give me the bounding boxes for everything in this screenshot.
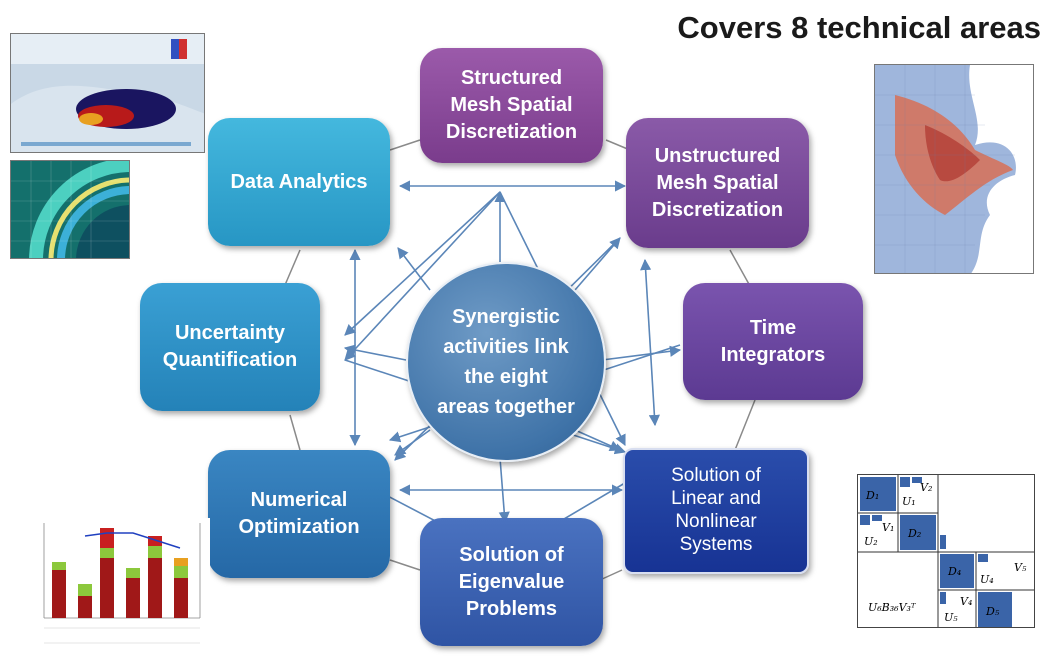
matrix-d2: D₂ bbox=[907, 527, 921, 540]
area-label-optimization: Numerical Optimization bbox=[238, 489, 360, 538]
matrix-u1: U₁ bbox=[902, 495, 916, 508]
area-label-analytics: Data Analytics bbox=[230, 170, 368, 193]
area-node-time: Time Integrators bbox=[683, 283, 863, 400]
area-label-time: Time Integrators bbox=[720, 316, 826, 366]
matrix-u4: U₄ bbox=[980, 573, 994, 586]
area-node-uq: Uncertainty Quantification bbox=[140, 283, 320, 411]
area-label-uq: Uncertainty Quantification bbox=[162, 322, 298, 371]
matrix-diagram: D₁ U₁ V₂ U₂ V₁ D₂ D₄ V₅ U₄ U₆B₃₆V₃ᵀ V₄ U… bbox=[858, 475, 1034, 627]
area-label-eigen: Solution of Eigenvalue Problems bbox=[458, 543, 565, 620]
matrix-v5: V₅ bbox=[1014, 561, 1027, 574]
matrix-v2: V₂ bbox=[920, 481, 932, 494]
area-node-eigen: Solution of Eigenvalue Problems bbox=[420, 518, 603, 646]
area-node-analytics: Data Analytics bbox=[208, 118, 390, 246]
central-hub: Synergistic activities link the eight ar… bbox=[406, 262, 606, 462]
matrix-d5: D₅ bbox=[985, 605, 1000, 618]
coastal-mesh-thumbnail bbox=[874, 64, 1034, 274]
matrix-u5: U₅ bbox=[944, 611, 958, 624]
ice-sheet-thumbnail bbox=[10, 33, 205, 153]
headline: Covers 8 technical areas bbox=[677, 10, 1041, 45]
outer-ring-lines bbox=[284, 139, 756, 581]
mesh-heatmap-thumbnail bbox=[10, 160, 130, 259]
timing-bar-chart-thumbnail bbox=[30, 518, 210, 656]
area-label-structured: Structured Mesh Spatial Discretization bbox=[445, 67, 578, 143]
hierarchical-matrix-thumbnail: D₁ U₁ V₂ U₂ V₁ D₂ D₄ V₅ U₄ U₆B₃₆V₃ᵀ V₄ U… bbox=[857, 474, 1035, 628]
hub-label: Synergistic activities link the eight ar… bbox=[437, 306, 575, 418]
matrix-d4: D₄ bbox=[947, 565, 961, 578]
area-node-unstructured: Unstructured Mesh Spatial Discretization bbox=[626, 118, 809, 248]
matrix-v4: V₄ bbox=[960, 595, 972, 608]
area-node-structured: Structured Mesh Spatial Discretization bbox=[420, 48, 603, 163]
area-label-unstructured: Unstructured Mesh Spatial Discretization bbox=[651, 144, 784, 221]
matrix-u2: U₂ bbox=[864, 535, 878, 548]
matrix-d1: D₁ bbox=[865, 489, 879, 502]
chart-bars bbox=[52, 528, 188, 618]
area-label-linear: Solution of Linear and Nonlinear Systems bbox=[671, 465, 761, 555]
area-node-linear: Solution of Linear and Nonlinear Systems bbox=[623, 448, 809, 574]
matrix-v1: V₁ bbox=[882, 521, 894, 534]
matrix-ubv: U₆B₃₆V₃ᵀ bbox=[868, 601, 917, 614]
area-node-optimization: Numerical Optimization bbox=[208, 450, 390, 578]
